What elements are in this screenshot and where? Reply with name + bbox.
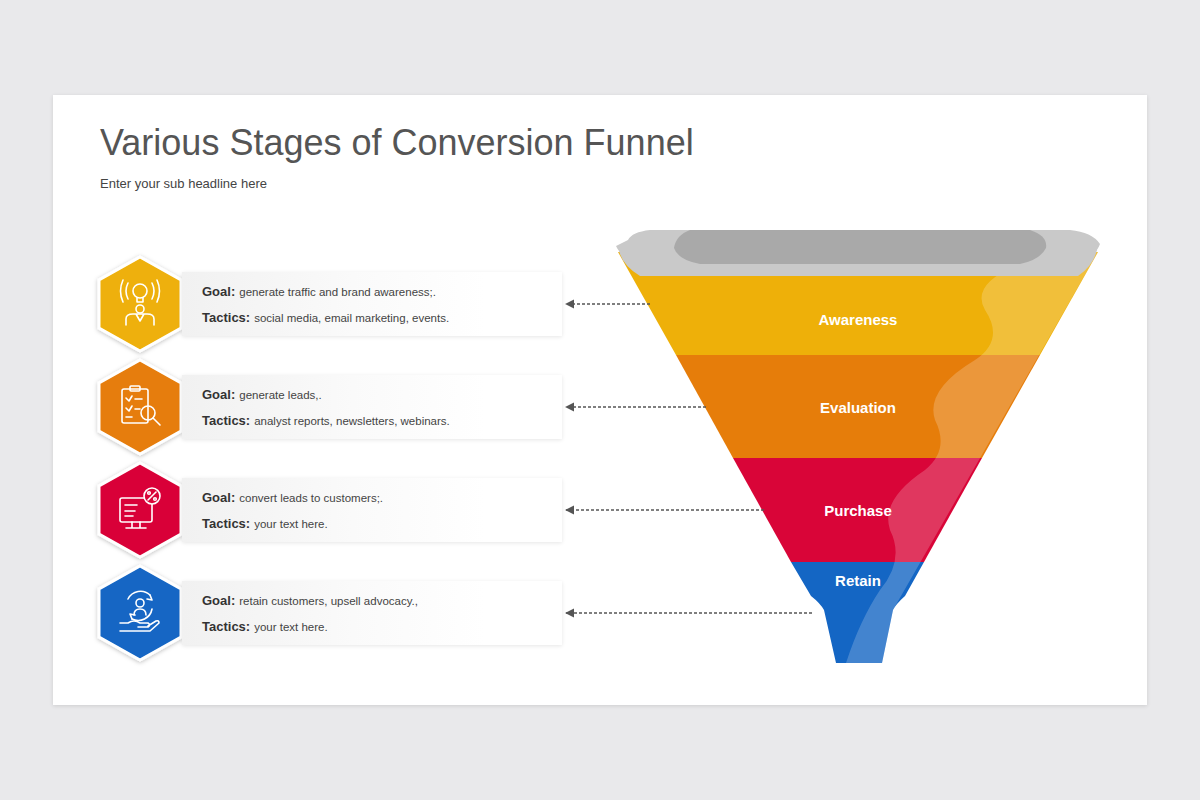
field-text: your text here. xyxy=(254,621,328,633)
field-label: Goal: xyxy=(202,593,235,608)
field-text: generate leads,. xyxy=(239,389,321,401)
icons xyxy=(120,280,160,631)
goal-line: Goal: generate traffic and brand awarenes… xyxy=(202,282,536,300)
stage-panel: Goal: convert leads to customers;. Tactics… xyxy=(182,478,562,542)
icon-hexagon xyxy=(99,463,181,557)
funnel-stage: Evaluation xyxy=(708,386,1008,428)
field-text: your text here. xyxy=(254,518,328,530)
field-label: Goal: xyxy=(202,387,235,402)
dashed-arrow xyxy=(566,406,706,407)
field-text: social media, email marketing, events. xyxy=(254,312,449,324)
icon-hexagon xyxy=(99,566,181,660)
stage-name: Awareness xyxy=(819,311,898,328)
field-label: Tactics: xyxy=(202,413,250,428)
sub-headline: Enter your sub headline here xyxy=(100,176,267,191)
goal-line: Tactics: social media, email marketing, e… xyxy=(202,308,536,326)
clipboard-search-icon xyxy=(122,386,160,425)
field-label: Tactics: xyxy=(202,310,250,325)
funnel xyxy=(616,230,1100,663)
goal-line: Tactics: your text here. xyxy=(202,617,536,635)
hexagons xyxy=(99,257,181,660)
field-label: Tactics: xyxy=(202,619,250,634)
icon-hexagon xyxy=(99,257,181,351)
field-label: Goal: xyxy=(202,284,235,299)
funnel-stage: Awareness xyxy=(652,298,1064,340)
dashed-arrow xyxy=(566,612,812,613)
goal-line: Goal: retain customers, upsell advocacy., xyxy=(202,591,536,609)
icon-hexagon xyxy=(99,360,181,454)
field-text: analyst reports, newsletters, webinars. xyxy=(254,415,450,427)
stage-name: Purchase xyxy=(824,502,892,519)
goal-line: Tactics: your text here. xyxy=(202,514,536,532)
goal-line: Goal: convert leads to customers;. xyxy=(202,488,536,506)
goal-line: Goal: generate leads,. xyxy=(202,385,536,403)
bulb-person-icon xyxy=(121,280,160,325)
stage-panel: Goal: generate traffic and brand awarenes… xyxy=(182,272,562,336)
field-text: retain customers, upsell advocacy., xyxy=(239,595,418,607)
dashed-arrow xyxy=(566,509,764,510)
monitor-percent-icon xyxy=(120,488,160,528)
stage-name: Retain xyxy=(835,572,881,589)
field-text: generate traffic and brand awareness;. xyxy=(239,286,436,298)
goal-line: Tactics: analyst reports, newsletters, we… xyxy=(202,411,536,429)
stage-name: Evaluation xyxy=(820,399,896,416)
field-label: Goal: xyxy=(202,490,235,505)
dashed-arrow xyxy=(566,303,650,304)
stage-panel: Goal: generate leads,. Tactics: analyst rep… xyxy=(182,375,562,439)
connectors xyxy=(566,304,812,613)
field-label: Tactics: xyxy=(202,516,250,531)
funnel-opening xyxy=(674,230,1046,264)
field-text: convert leads to customers;. xyxy=(239,492,383,504)
funnel-stage: Purchase xyxy=(766,489,950,531)
hand-customer-icon xyxy=(120,591,159,631)
slide-title: Various Stages of Conversion Funnel xyxy=(100,122,694,164)
funnel-stage: Retain xyxy=(814,566,902,622)
stage-panel: Goal: retain customers, upsell advocacy.,… xyxy=(182,581,562,645)
